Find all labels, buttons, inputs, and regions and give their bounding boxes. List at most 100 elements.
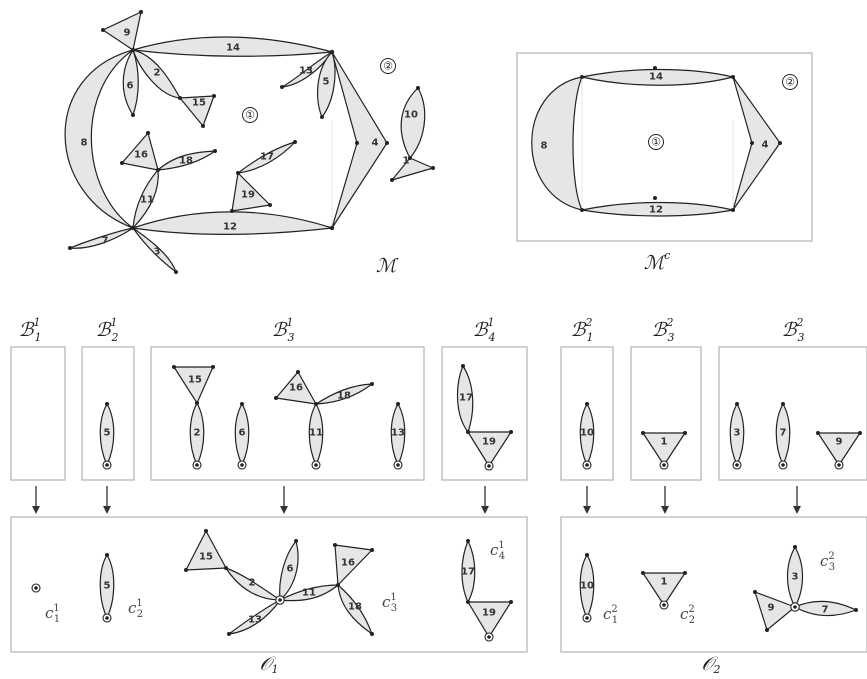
region-label: 7 [780, 428, 787, 439]
region-label: 3 [734, 428, 741, 439]
box-b21 [560, 346, 614, 481]
region-label: 5 [104, 428, 111, 439]
down-arrow [481, 486, 489, 514]
box-b23b-content: 3 7 9 [729, 402, 862, 470]
region-label: 3 [792, 572, 799, 583]
region-label: 15 [188, 375, 202, 386]
mc-frame [516, 52, 813, 242]
region-label: 5 [323, 77, 330, 88]
region-label: 11 [309, 428, 323, 439]
region-label: 19 [241, 190, 255, 201]
region-label: 1 [661, 577, 668, 588]
region-label: 17 [459, 393, 473, 404]
region-9 [754, 591, 796, 631]
down-arrow [280, 486, 288, 514]
region-label: 16 [134, 150, 148, 161]
region-15 [173, 366, 214, 404]
region-1 [642, 572, 686, 606]
face-2-label: ② [785, 76, 795, 89]
region-9 [102, 11, 142, 51]
region-1 [642, 432, 686, 466]
box-b23a [630, 346, 702, 481]
region-label: 1 [661, 437, 668, 448]
map-mc: 14 12 8 4 ① ② ℳc [516, 52, 813, 274]
region-label: 19 [482, 437, 496, 448]
box-b11 [10, 346, 66, 481]
region-19 [467, 601, 512, 638]
region-label: 8 [81, 138, 88, 149]
box-b23b [718, 346, 867, 481]
region-label: 2 [249, 578, 256, 589]
region-label: 6 [127, 81, 134, 92]
down-arrow [583, 486, 591, 514]
box-b12-content: 5 [99, 402, 115, 470]
region-16 [275, 371, 317, 405]
region-label: 11 [140, 195, 154, 206]
box-b23a-content: 1 [641, 431, 687, 470]
region-label: 4 [372, 138, 379, 149]
region-label: 18 [337, 391, 351, 402]
region-label: 9 [836, 437, 843, 448]
region-label: 16 [289, 383, 303, 394]
region-label: 17 [260, 152, 274, 163]
region-9 [817, 432, 861, 466]
region-label: 1 [403, 156, 410, 167]
region-label: 18 [348, 602, 362, 613]
o1-label: 𝒪1 [260, 653, 279, 676]
box-b21-content: 10 [579, 402, 595, 470]
region-label: 14 [649, 72, 663, 83]
region-label: 10 [404, 110, 418, 121]
region-label: 19 [482, 608, 496, 619]
box-b14 [441, 346, 528, 481]
map-m-label: ℳ [376, 255, 399, 277]
region-label: 10 [580, 581, 594, 592]
region-16 [334, 544, 373, 586]
region-label: 10 [580, 428, 594, 439]
region-label: 14 [226, 43, 240, 54]
region-19 [467, 431, 512, 467]
down-arrow [793, 486, 801, 514]
region-16 [121, 132, 159, 171]
down-arrow [661, 486, 669, 514]
region-label: 5 [104, 581, 111, 592]
region-label: 12 [649, 205, 663, 216]
face-1-label: ① [651, 136, 661, 149]
box-b13-content: 15 2 6 16 18 11 13 [172, 365, 406, 470]
region-8 [64, 49, 134, 229]
region-label: 3 [154, 247, 161, 258]
region-label: 6 [287, 564, 294, 575]
region-label: 9 [124, 28, 131, 39]
region-15 [179, 95, 215, 127]
region-1 [391, 157, 434, 181]
region-label: 9 [768, 603, 775, 614]
map-m: 9 14 13 2 6 15 5 8 4 10 1 16 18 11 17 19… [64, 10, 435, 277]
region-19 [231, 172, 271, 212]
region-label: 13 [391, 428, 405, 439]
region-label: 2 [194, 428, 201, 439]
region-4 [732, 76, 781, 211]
region-label: 18 [179, 156, 193, 167]
region-label: 6 [239, 428, 246, 439]
o1-frame [10, 516, 528, 653]
region-10 [400, 87, 426, 159]
b-boxes: 5 15 2 6 16 18 11 13 [10, 346, 867, 481]
region-label: 7 [102, 236, 109, 247]
region-label: 15 [192, 98, 206, 109]
box-b13 [150, 346, 425, 481]
